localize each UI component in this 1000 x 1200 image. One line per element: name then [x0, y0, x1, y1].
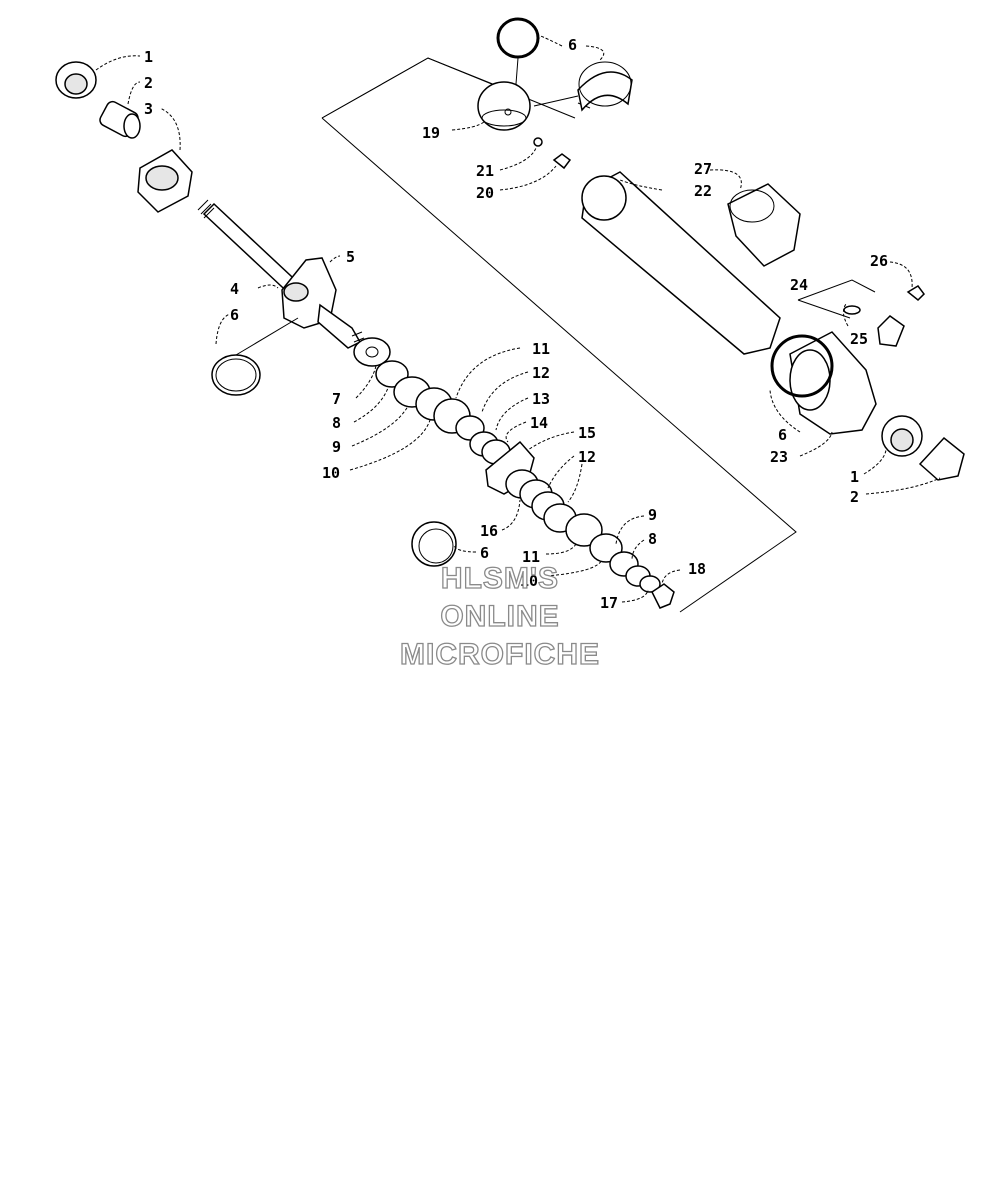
bushing-1-left — [55, 61, 97, 99]
inset-frame — [321, 57, 576, 119]
piston-band-6-top — [577, 61, 633, 112]
shaft-4 — [197, 199, 308, 302]
callout-6: 6 — [778, 426, 787, 444]
bushing-1-right — [881, 415, 923, 457]
callout-1: 1 — [144, 48, 153, 66]
callout-13: 13 — [532, 390, 550, 408]
watermark-line-1: HLSM'S — [441, 562, 559, 595]
callout-22: 22 — [694, 182, 712, 200]
end-cap-5 — [281, 257, 365, 349]
callout-16: 16 — [480, 522, 498, 540]
callout-5: 5 — [346, 248, 355, 266]
callout-6: 6 — [480, 544, 489, 562]
callout-11: 11 — [522, 548, 540, 566]
callout-15: 15 — [578, 424, 596, 442]
shim-11b — [565, 513, 603, 547]
callout-24: 24 — [790, 276, 808, 294]
cap-fitting-25 — [843, 305, 905, 347]
callout-25: 25 — [850, 330, 868, 348]
callout-6: 6 — [230, 306, 239, 324]
eyelet-3 — [137, 149, 193, 213]
watermark-line-2: ONLINE — [440, 600, 559, 633]
floating-piston-19 — [477, 81, 531, 131]
o-ring-6-body — [770, 334, 834, 398]
washer-17 — [639, 575, 661, 593]
callout-18: 18 — [688, 560, 706, 578]
callout-11: 11 — [532, 340, 550, 358]
watermark: HLSM'S ONLINE MICROFICHE — [399, 561, 600, 671]
callout-17: 17 — [600, 594, 618, 612]
watermark-line-3: MICROFICHE — [400, 638, 600, 671]
o-ring-6-left — [211, 354, 261, 396]
valve-20 — [552, 153, 572, 170]
callout-8: 8 — [332, 414, 341, 432]
callout-8: 8 — [648, 530, 657, 548]
callout-10: 10 — [322, 464, 340, 482]
reservoir-tube-22 — [581, 171, 781, 355]
callout-12: 12 — [578, 448, 596, 466]
sleeve-27 — [727, 183, 801, 267]
fitting-26 — [906, 285, 925, 302]
callout-12: 12 — [532, 364, 550, 382]
sleeve-2-right — [918, 436, 965, 481]
sleeve-2-left — [99, 100, 141, 139]
callout-4: 4 — [230, 280, 239, 298]
callout-27: 27 — [694, 160, 712, 178]
cap-frame — [797, 279, 876, 319]
callout-21: 21 — [476, 162, 494, 180]
callout-9: 9 — [648, 506, 657, 524]
o-ring-21 — [533, 137, 543, 147]
callout-1: 1 — [850, 468, 859, 486]
callouts: 1 2 3 4 5 6 6 19 21 20 27 22 26 24 25 7 … — [144, 36, 888, 612]
oring-leader-line — [235, 317, 299, 356]
callout-23: 23 — [770, 448, 788, 466]
callout-10: 10 — [520, 572, 538, 590]
callout-14: 14 — [530, 414, 548, 432]
nut-18 — [651, 583, 675, 609]
leader-lines — [95, 34, 941, 603]
callout-26: 26 — [870, 252, 888, 270]
callout-7: 7 — [332, 390, 341, 408]
washer-7 — [353, 337, 391, 367]
callout-20: 20 — [476, 184, 494, 202]
valve-stack — [353, 337, 675, 609]
callout-19: 19 — [422, 124, 440, 142]
piston-band-6 — [411, 521, 457, 567]
callout-6: 6 — [568, 36, 577, 54]
o-ring-6-top — [496, 17, 540, 59]
callout-2: 2 — [850, 488, 859, 506]
callout-9: 9 — [332, 438, 341, 456]
callout-3: 3 — [144, 100, 153, 118]
callout-2: 2 — [144, 74, 153, 92]
